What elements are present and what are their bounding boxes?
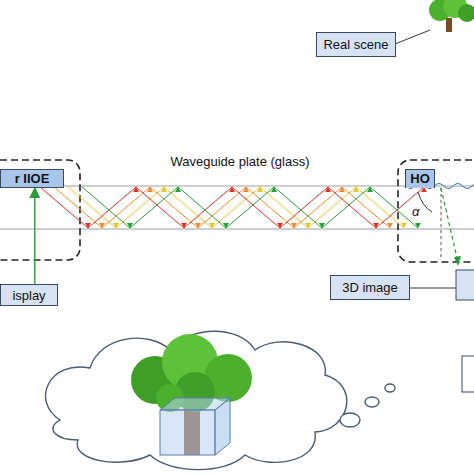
output-region bbox=[398, 160, 474, 262]
input-region bbox=[0, 160, 80, 260]
label-box: Real scene bbox=[316, 32, 396, 57]
plate-top bbox=[0, 186, 474, 187]
ray-arrowhead bbox=[319, 223, 325, 228]
display-box: isplay bbox=[0, 284, 58, 306]
label-box: 3D image bbox=[330, 275, 410, 300]
ray-arrowhead bbox=[373, 223, 379, 228]
element-box: HO bbox=[405, 169, 435, 188]
cut-box bbox=[462, 356, 474, 392]
leader-line bbox=[410, 288, 456, 289]
cut-box bbox=[456, 270, 474, 300]
ray-arrowhead bbox=[415, 223, 421, 228]
ray-arrowhead bbox=[325, 187, 331, 192]
leader-line bbox=[395, 30, 430, 44]
node-text: Real scene bbox=[317, 37, 395, 52]
node-text: r IIOE bbox=[1, 171, 63, 186]
node-text: isplay bbox=[1, 288, 57, 303]
ray-arrowhead bbox=[209, 223, 215, 228]
element-box: r IIOE bbox=[0, 169, 64, 188]
light-ray bbox=[40, 187, 424, 228]
ray-arrowhead bbox=[195, 223, 201, 228]
light-ray bbox=[82, 187, 418, 228]
ray-arrowhead bbox=[223, 223, 229, 228]
angle-arc bbox=[418, 192, 432, 212]
tree-in-cube bbox=[131, 334, 252, 455]
ray-arrowhead bbox=[339, 187, 345, 192]
normal-line bbox=[441, 188, 442, 258]
thought-cloud bbox=[46, 331, 395, 469]
ray-arrowhead bbox=[229, 187, 235, 192]
ray-arrowhead bbox=[127, 223, 133, 228]
ray-arrowhead bbox=[181, 223, 187, 228]
output-arrow bbox=[454, 256, 461, 266]
ray-arrowhead bbox=[113, 223, 119, 228]
light-rays bbox=[40, 187, 427, 228]
ray-arrowhead bbox=[133, 187, 139, 192]
tree-icon bbox=[429, 0, 474, 32]
node-text: HO bbox=[406, 171, 434, 186]
ray-arrowhead bbox=[387, 223, 393, 228]
light-ray bbox=[54, 187, 390, 228]
node-text: 3D image bbox=[331, 280, 409, 295]
ray-arrowhead bbox=[291, 223, 297, 228]
ray-arrowhead bbox=[271, 187, 277, 192]
plate-bottom bbox=[0, 229, 474, 230]
ray-arrowhead bbox=[401, 223, 407, 228]
ray-arrowhead bbox=[147, 187, 153, 192]
ray-arrowhead bbox=[257, 187, 263, 192]
light-input-arrow bbox=[34, 188, 35, 284]
output-ray bbox=[441, 188, 458, 262]
light-ray bbox=[68, 187, 404, 228]
ray-arrowhead bbox=[243, 187, 249, 192]
ray-arrowhead bbox=[85, 223, 91, 228]
ray-arrowhead bbox=[175, 187, 181, 192]
plate-label: Waveguide plate (glass) bbox=[171, 154, 310, 169]
ray-arrowhead bbox=[353, 187, 359, 192]
ray-arrowhead bbox=[367, 187, 373, 192]
ray-arrowhead bbox=[161, 187, 167, 192]
ray-arrowhead bbox=[277, 223, 283, 228]
ray-arrowhead bbox=[99, 223, 105, 228]
ray-arrowhead bbox=[305, 223, 311, 228]
angle-label: α bbox=[412, 204, 419, 219]
